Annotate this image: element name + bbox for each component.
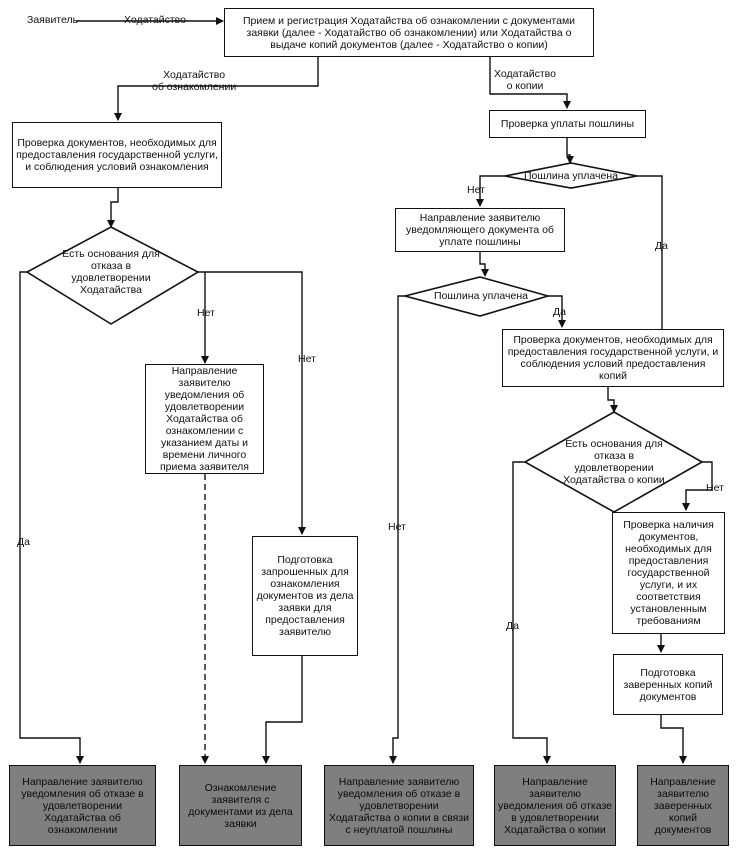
box-prepare-copies: Подготовка заверенных копий документов [613, 654, 723, 715]
box-check-presence: Проверка наличия документов, необходимых… [612, 512, 725, 634]
final-refuse-copy: Направление заявителю уведомления об отк… [494, 765, 616, 846]
arrow-yes-refuse-left [19, 271, 84, 764]
box-check-docs-right: Проверка документов, необходимых для пре… [502, 329, 724, 387]
arrow-yes-check-right [637, 175, 663, 339]
decision-fee-paid-1-text: Пошлина уплачена [524, 170, 618, 182]
decision-grounds-left-text: Есть основания для отказа в удовлетворен… [62, 248, 160, 296]
arrow-no-notify-fee [476, 175, 505, 207]
decision-fee-paid-1 [504, 162, 638, 189]
arrow-to-check-fee [489, 56, 571, 109]
applicant-label: Заявитель [27, 14, 79, 26]
arrow-right-split [198, 271, 303, 300]
box-notify-grant: Направление заявителю уведомления об удо… [145, 364, 264, 474]
box-reception: Прием и регистрация Ходатайства об ознак… [224, 8, 594, 57]
arrow-to-grounds-left [107, 188, 119, 228]
label-no-fee-2: Нет [388, 521, 406, 533]
box-notify-fee: Направление заявителю уведомляющего доку… [395, 208, 565, 252]
box-check-fee: Проверка уплаты пошлины [489, 110, 646, 138]
label-branch-copy: Ходатайство о копии [494, 68, 556, 92]
label-no-prepare: Нет [298, 353, 316, 365]
label-no-right: Нет [706, 482, 724, 494]
arrow-no-check-presence [682, 461, 713, 511]
arrow-to-fee-paid-2 [479, 252, 489, 277]
decision-fee-paid-2-text: Пошлина уплачена [434, 290, 528, 302]
label-yes-fee-2: Да [553, 306, 566, 318]
final-familiarization: Ознакомление заявителя с документами из … [179, 765, 302, 846]
arrow-yes-check-right-2 [548, 295, 566, 328]
petition-label: Ходатайство [124, 14, 186, 26]
arrow-to-grounds-right [607, 387, 618, 413]
final-refuse-unpaid: Направление заявителю уведомления об отк… [324, 765, 474, 846]
box-prepare-docs: Подготовка запрошенных для ознакомления … [252, 536, 358, 656]
arrow-no-refuse-unpaid [389, 295, 405, 764]
label-yes-right: Да [506, 620, 519, 632]
label-no-notify: Нет [197, 307, 215, 319]
label-yes-fee-1: Да [655, 240, 668, 252]
decision-fee-paid-2 [401, 276, 551, 317]
arrow-to-fee-paid-1 [566, 138, 574, 164]
arrow-to-check-left [114, 56, 319, 121]
label-branch-familiarization: Ходатайство об ознакомлении [152, 69, 237, 93]
label-yes-left: Да [17, 536, 30, 548]
arrow-to-send-copies [660, 715, 687, 764]
decision-grounds-left [25, 226, 200, 325]
arrow-yes-refuse-copy [512, 461, 551, 764]
box-check-docs-left: Проверка документов, необходимых для пре… [12, 122, 222, 188]
final-send-copies: Направление заявителю заверенных копий д… [637, 765, 729, 846]
decision-grounds-right-text: Есть основания для отказа в удовлетворен… [563, 438, 665, 486]
arrow-prepare-to-familiarization [262, 656, 303, 764]
final-refuse-familiarization: Направление заявителю уведомления об отк… [9, 765, 156, 846]
label-no-fee-1: Нет [467, 184, 485, 196]
